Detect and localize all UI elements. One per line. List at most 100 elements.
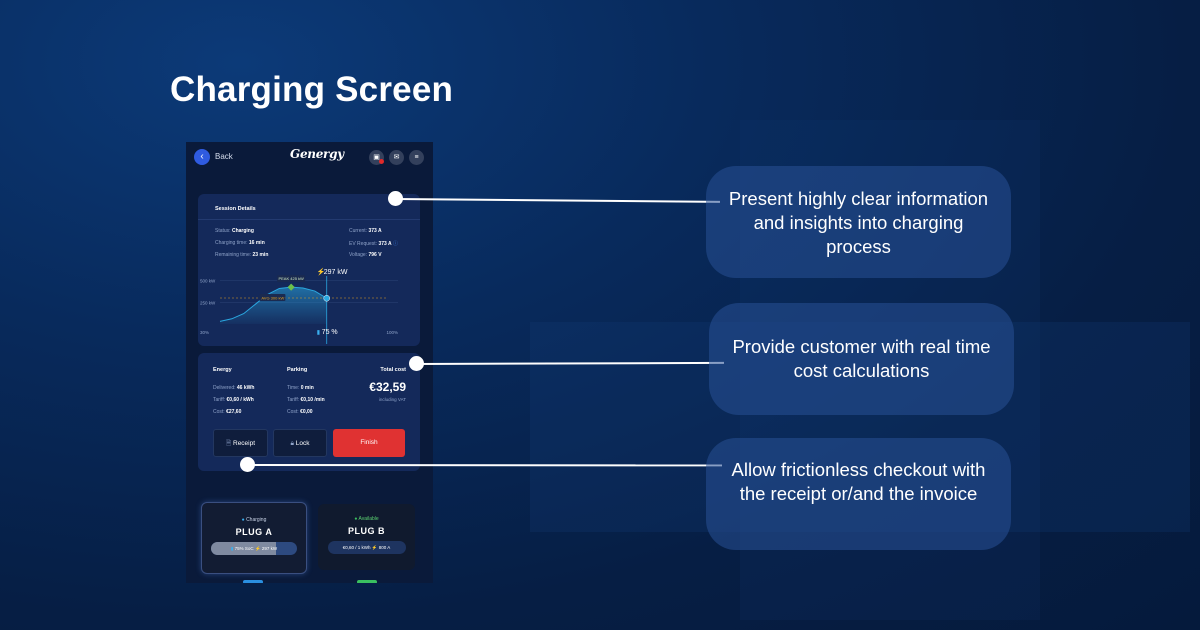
charging-time-row: Charging time: 16 min [215,240,265,246]
current-row: Current: 373 A [349,228,382,234]
parking-tariff-label: Tariff: [287,397,300,403]
parking-time-label: Time: [287,385,300,391]
plug-b-status: ● Available [318,516,415,522]
battery-icon: ▮ [317,330,320,336]
plug-a-progress: ▮ 75% SoC ⚡ 297 kW [211,542,297,555]
notification-dot [379,159,384,164]
current-marker [323,295,330,302]
avg-label: AVG 300 kW [261,296,284,301]
tariff-row: Tariff: €0,60 / kWh [213,397,254,403]
delivered-row: Delivered: 46 kWh [213,385,254,391]
parking-time-row: Time: 0 min [287,385,314,391]
plug-b-name: PLUG B [347,526,385,536]
bag-icon[interactable]: ▣ [369,150,384,165]
energy-cost-value: €27,60 [226,409,242,415]
mail-icon[interactable]: ✉ [389,150,404,165]
power-area [220,287,327,324]
parking-tariff-row: Tariff: €0,10 /min [287,397,325,403]
remaining-time-row: Remaining time: 23 min [215,252,268,258]
receipt-icon: 🗎 [225,440,232,447]
plug-b-info: €0,60 / 1 kWh ⚡ 800 A [327,541,406,554]
lock-label: Lock [295,440,310,447]
parking-cost-label: Cost: [287,409,299,415]
x-tick-label: 100% [386,330,398,335]
plug-b-indicator [357,580,377,583]
avg-label-bg [259,294,286,301]
info-icon[interactable]: ⓘ [393,241,399,247]
voltage-value: 796 V [368,252,382,258]
connector-dot [240,457,255,472]
connector-line [394,198,720,203]
bolt-icon: ⚡ [254,546,261,551]
status-value: Charging [231,228,254,234]
energy-cost-row: Cost: €27,60 [213,409,241,415]
receipt-label: Receipt [233,440,256,447]
delivered-value: 46 kWh [236,385,255,391]
battery-icon: ▮ [230,546,234,551]
ev-request-value: 373 A [378,241,392,247]
lock-button[interactable]: 🔒︎ Lock [273,429,327,457]
plug-b-current: 800 A [378,545,391,550]
charging-time-value: 16 min [248,240,265,246]
finish-button[interactable]: Finish [333,429,405,457]
peak-label-bg [277,275,306,283]
plug-a-status-label: Charging [246,517,267,523]
connector-dot [388,191,403,206]
charging-time-label: Charging time: [215,240,248,246]
soc-fill [211,542,276,555]
energy-cost-label: Cost: [213,409,225,415]
current-value: 373 A [368,228,382,234]
voltage-label: Voltage: [349,252,368,258]
remaining-label: Remaining time: [215,252,252,258]
callout-insights: Present highly clear information and ins… [706,166,1011,278]
parking-time-value: 0 min [300,385,314,391]
current-label: Current: [349,228,368,234]
parking-title: Parking [287,367,308,373]
energy-title: Energy [213,367,232,373]
session-title: Session Details [215,206,256,212]
status-row: Status: Charging [215,228,254,234]
bolt-icon: ⚡ [371,545,378,550]
current-soc-label: 75 % [322,329,338,336]
remaining-value: 23 min [252,252,269,258]
x-tick-label: 30% [200,330,209,335]
total-cost-label: Total cost [380,367,406,373]
status-label: Status: [215,228,231,234]
callout-cost: Provide customer with real time cost cal… [709,303,1014,415]
tariff-value: €0,60 / kWh [226,397,254,403]
y-tick-label: 250 kW [200,300,216,305]
parking-cost-row: Cost: €0,00 [287,409,313,415]
bolt-icon: ⚡ [317,267,326,276]
tariff-label: Tariff: [213,397,226,403]
chevron-left-icon[interactable]: ‹ [194,149,210,165]
plug-a-indicator [243,580,263,583]
lock-icon: 🔒︎ [290,440,294,447]
connector-dot [409,356,424,371]
y-tick-label: 500 kW [200,279,216,284]
power-line [219,286,327,322]
plug-a-card[interactable]: ● Charging PLUG A ▮ 75% SoC ⚡ 297 kW [201,502,307,574]
parking-cost-value: €0,00 [300,409,313,415]
vat-note: including VAT [378,397,406,402]
status-dot-icon: ● [354,516,358,522]
menu-icon[interactable]: ≡ [409,150,424,165]
divider [198,219,420,220]
receipt-button[interactable]: 🗎 Receipt [213,429,268,457]
plug-a-soc: 75% SoC [234,546,254,551]
phone-screen: ‹ Back Genergy ▣ ✉ ≡ Session Details Sta… [186,142,433,583]
plug-b-tariff: €0,60 / 1 kWh [342,545,371,550]
plug-b-card[interactable]: ● Available PLUG B €0,60 / 1 kWh ⚡ 800 A [318,504,415,570]
connector-line [247,464,723,467]
top-bar: ‹ Back Genergy ▣ ✉ ≡ [186,142,433,172]
page-title: Charging Screen [170,70,454,109]
status-dot-icon: ● [241,517,245,523]
voltage-row: Voltage: 796 V [349,252,382,258]
delivered-label: Delivered: [213,385,236,391]
parking-tariff-value: €0,10 /min [300,397,325,403]
plug-a-name: PLUG A [235,527,273,537]
ev-request-row: EV Request: 373 A ⓘ [349,240,398,247]
plug-b-status-label: Available [358,516,379,522]
back-button[interactable]: Back [215,152,233,161]
total-cost-value: €32,59 [369,380,406,394]
